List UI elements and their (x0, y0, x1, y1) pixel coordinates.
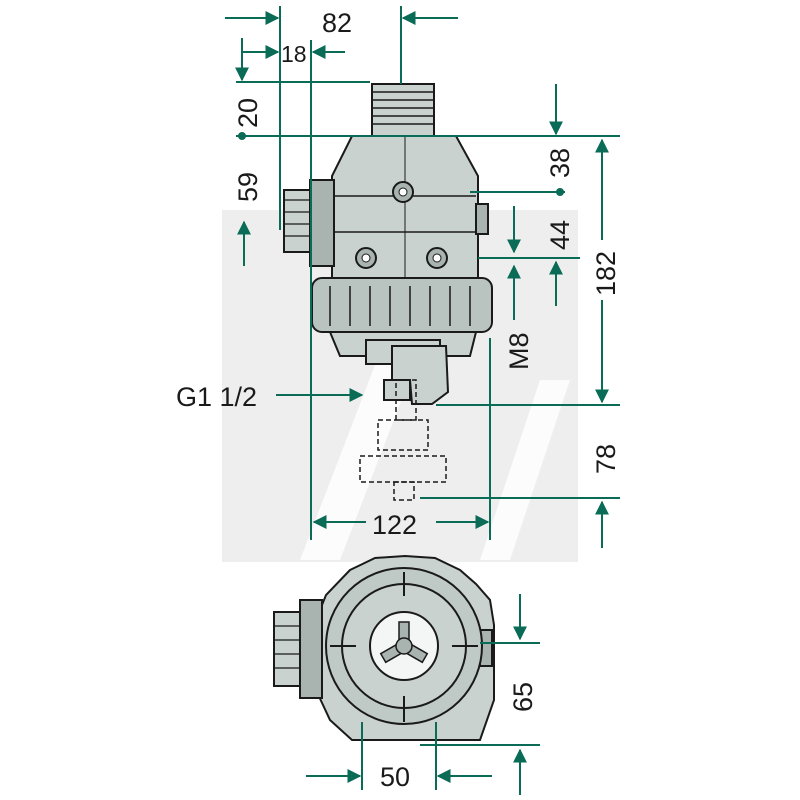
dim-inlet-offset: 18 (281, 41, 307, 67)
dim-thread-size: G1 1/2 (176, 382, 257, 412)
dim-top-to-bolt: 38 (545, 148, 575, 178)
bolt-icon (355, 247, 377, 269)
dim-bolt-spacing: 44 (545, 220, 575, 250)
dim-bottom-depth: 65 (508, 682, 538, 712)
bolt-icon (426, 247, 448, 269)
dim-bottom-width: 50 (380, 762, 410, 792)
filter-bottom-view (273, 554, 495, 741)
dim-bolt-size: M8 (504, 332, 534, 370)
dim-side-inlet-height: 59 (233, 172, 263, 202)
bolt-icon (392, 181, 414, 203)
dimension-labels: 82 18 20 59 38 44 182 M8 G1 1/2 78 122 6… (176, 8, 621, 792)
bottom-dimension-lines (306, 594, 540, 795)
dim-total-height: 182 (591, 251, 621, 296)
dimension-lines (225, 6, 620, 548)
dim-body-width: 122 (372, 510, 417, 540)
dim-outlet-height: 78 (591, 444, 621, 474)
filter-side-view (283, 83, 493, 501)
dim-top-width: 82 (322, 8, 352, 38)
dim-thread-height: 20 (233, 98, 263, 128)
